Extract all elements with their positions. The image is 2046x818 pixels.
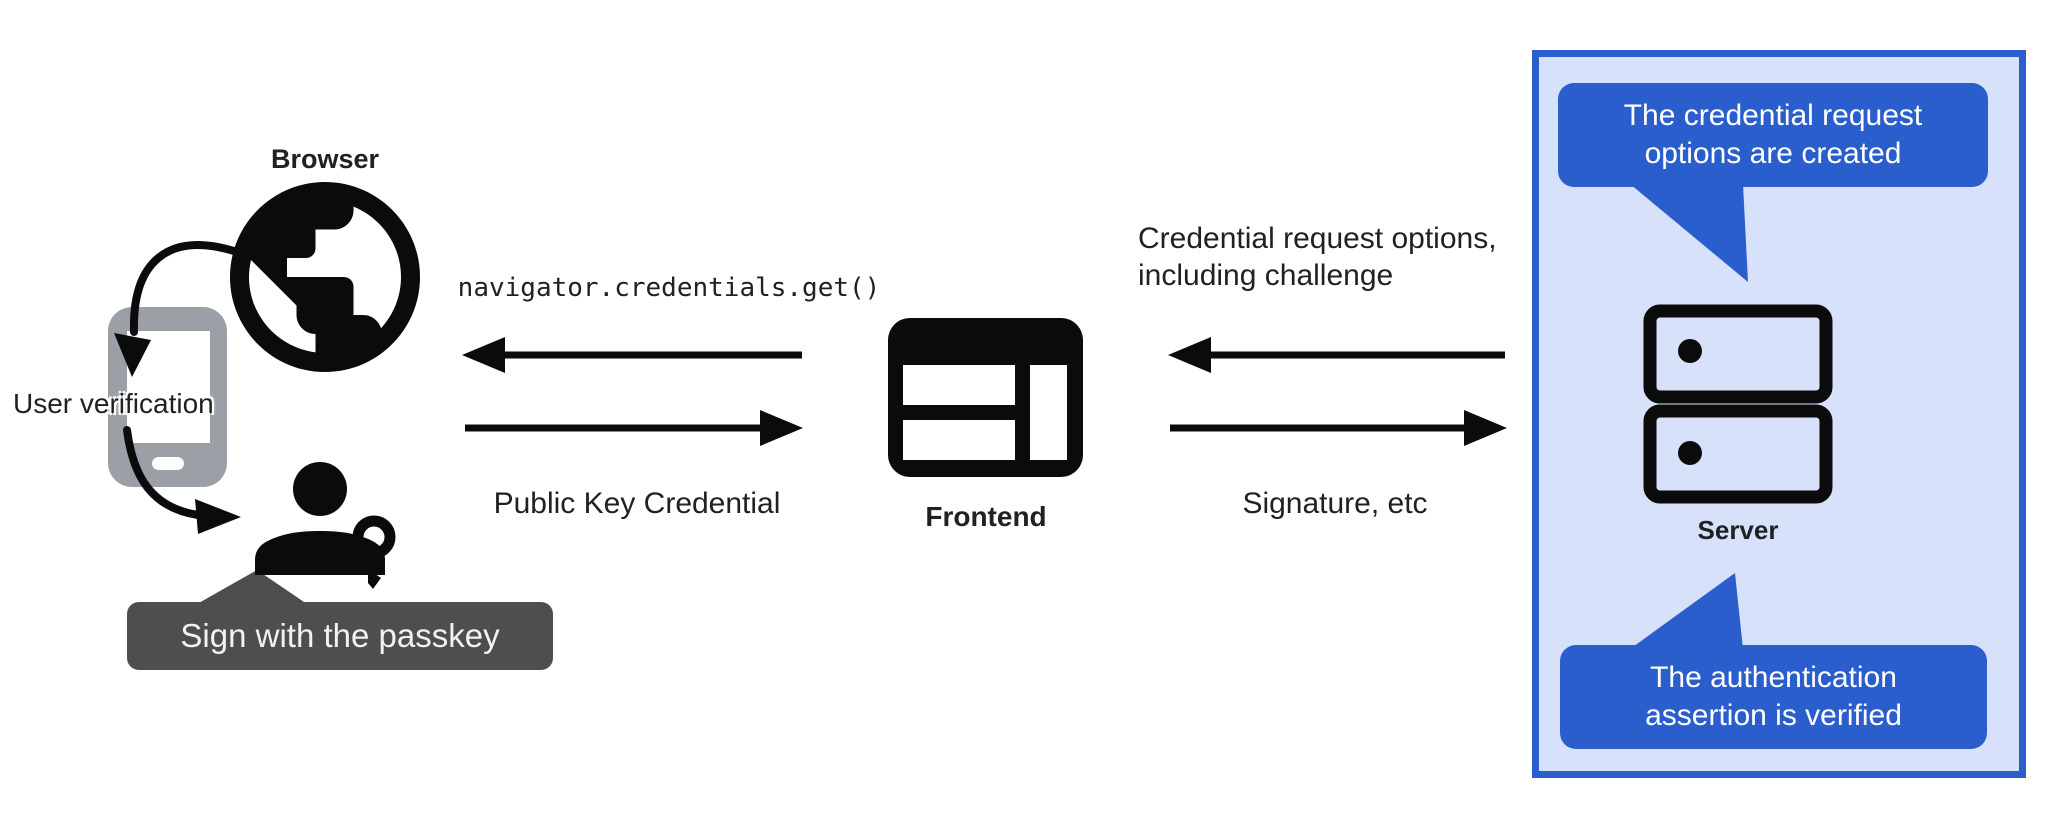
arrow-browser-to-frontend bbox=[465, 410, 803, 446]
speech-bubble-bottom: The authentication assertion is verified bbox=[1560, 645, 1987, 749]
bubble-tail-bottom bbox=[1630, 573, 1743, 649]
arrow-frontend-to-browser bbox=[462, 337, 802, 373]
passkey-badge: Sign with the passkey bbox=[127, 602, 553, 670]
server-icon bbox=[1643, 304, 1833, 504]
frontend-label: Frontend bbox=[925, 501, 1047, 532]
curved-arrow-globe-to-phone bbox=[114, 241, 241, 377]
globe-browser-icon bbox=[230, 182, 420, 372]
badge-tail bbox=[197, 570, 307, 604]
arrow-frontend-to-server bbox=[1170, 410, 1507, 446]
public-key-credential-label: Public Key Credential bbox=[493, 487, 781, 520]
arrow-server-to-frontend bbox=[1168, 337, 1505, 373]
request-options-label: Credential request options, including ch… bbox=[1138, 222, 1497, 292]
browser-label: Browser bbox=[270, 144, 380, 174]
server-label: Server bbox=[1697, 515, 1779, 545]
credentials-get-code-label: navigator.credentials.get() bbox=[457, 273, 881, 303]
speech-bubble-top: The credential request options are creat… bbox=[1558, 83, 1988, 187]
user-icon bbox=[255, 462, 385, 575]
web-frontend-icon bbox=[888, 318, 1083, 477]
signature-label: Signature, etc bbox=[1242, 487, 1428, 520]
bubble-tail-top bbox=[1630, 184, 1748, 282]
user-verification-label: User verification bbox=[13, 388, 214, 419]
curved-arrow-phone-to-user bbox=[123, 426, 241, 534]
key-icon bbox=[352, 515, 396, 589]
